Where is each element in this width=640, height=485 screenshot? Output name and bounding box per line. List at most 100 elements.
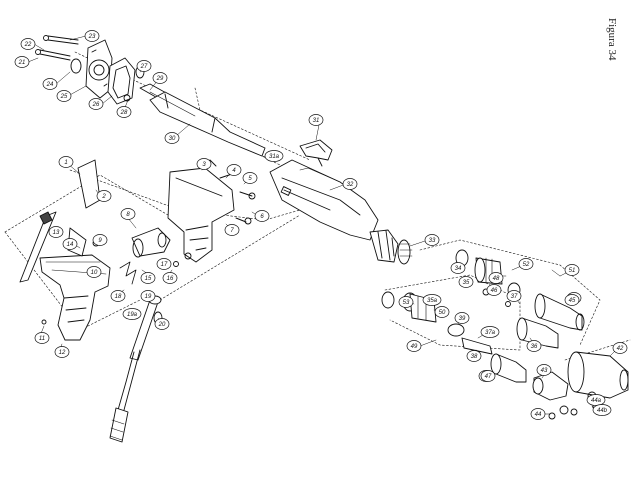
callout-label: 31 — [313, 118, 320, 124]
callout-31a: 31a — [264, 150, 284, 162]
callout-4: 4 — [226, 164, 242, 176]
callout-12: 12 — [54, 346, 70, 358]
callout-29: 29 — [152, 72, 168, 84]
callout-49: 49 — [406, 340, 422, 352]
callout-label: 48 — [493, 276, 500, 282]
callout-label: 35 — [463, 280, 470, 286]
callout-28: 28 — [116, 106, 132, 118]
rear-cap-assembly — [35, 35, 145, 105]
callout-3: 3 — [196, 158, 212, 170]
callout-label: 52 — [523, 262, 530, 268]
callout-label: 6 — [260, 214, 264, 220]
figure-title: Figura 34 — [606, 18, 618, 61]
callout-38: 38 — [466, 350, 482, 362]
barrel-tube — [139, 83, 266, 157]
callout-17: 17 — [156, 258, 172, 270]
callout-label: 38 — [471, 354, 478, 360]
callout-label: 15 — [145, 276, 152, 282]
callout-19a: 19a — [122, 308, 142, 320]
callout-label: 49 — [411, 344, 418, 350]
callout-label: 44b — [597, 408, 608, 414]
callout-1: 1 — [58, 156, 74, 168]
handle-frame — [119, 159, 256, 285]
callout-47: 47 — [480, 370, 496, 382]
callout-11: 11 — [34, 332, 50, 344]
callout-25: 25 — [56, 90, 72, 102]
callout-45: 45 — [564, 294, 580, 306]
callout-label: 12 — [59, 350, 66, 356]
callout-label: 2 — [101, 194, 106, 200]
callout-2: 2 — [96, 190, 112, 202]
callout-31: 31 — [308, 114, 324, 126]
callout-33: 33 — [424, 234, 440, 246]
callout-26: 26 — [88, 98, 104, 110]
callout-36: 36 — [526, 340, 542, 352]
callout-label: 53 — [403, 300, 410, 306]
callout-label: 26 — [92, 102, 100, 108]
callout-label: 29 — [156, 76, 164, 82]
callout-layer: 232221242526272829303131a323312345678910… — [14, 30, 628, 420]
callout-20: 20 — [154, 318, 170, 330]
callout-37a: 37a — [480, 326, 500, 338]
gun-body — [269, 159, 413, 265]
callout-13: 13 — [48, 226, 64, 238]
callout-32: 32 — [342, 178, 358, 190]
callout-52: 52 — [518, 258, 534, 270]
callout-10: 10 — [86, 266, 102, 278]
callout-18: 18 — [110, 290, 126, 302]
callout-label: 14 — [67, 242, 74, 248]
callout-label: 9 — [98, 238, 102, 244]
callout-9: 9 — [92, 234, 108, 246]
callout-label: 25 — [60, 94, 68, 100]
callout-label: 7 — [230, 228, 234, 234]
callout-5: 5 — [242, 172, 258, 184]
callout-label: 34 — [455, 266, 462, 272]
callout-48: 48 — [488, 272, 504, 284]
callout-37: 37 — [506, 290, 522, 302]
callout-label: 17 — [161, 262, 168, 268]
callout-7: 7 — [224, 224, 240, 236]
callout-label: 43 — [541, 368, 548, 374]
callout-label: 20 — [158, 322, 166, 328]
callout-label: 1 — [64, 160, 67, 166]
callout-35a: 35a — [422, 294, 442, 306]
callout-label: 11 — [39, 336, 45, 342]
callout-label: 50 — [439, 310, 446, 316]
callout-label: 3 — [202, 162, 206, 168]
callout-label: 32 — [347, 182, 354, 188]
callout-label: 31a — [269, 154, 280, 160]
callout-label: 44a — [591, 398, 602, 404]
callout-label: 16 — [167, 276, 174, 282]
callout-label: 5 — [248, 176, 252, 182]
callout-22: 22 — [20, 38, 36, 50]
callout-44: 44 — [530, 408, 546, 420]
callout-46: 46 — [486, 284, 502, 296]
callout-53: 53 — [398, 296, 414, 308]
callout-24: 24 — [42, 78, 58, 90]
callout-34: 34 — [450, 262, 466, 274]
callout-label: 44 — [535, 412, 542, 418]
callout-50: 50 — [434, 306, 450, 318]
callout-label: 27 — [140, 64, 148, 70]
callout-label: 35a — [427, 298, 438, 304]
callout-label: 19 — [145, 294, 152, 300]
callout-label: 33 — [429, 238, 436, 244]
callout-21: 21 — [14, 56, 30, 68]
callout-19: 19 — [140, 290, 156, 302]
callout-label: 47 — [485, 374, 492, 380]
callout-label: 4 — [232, 168, 236, 174]
callout-39: 39 — [454, 312, 470, 324]
callout-42: 42 — [612, 342, 628, 354]
callout-23: 23 — [84, 30, 100, 42]
callout-43: 43 — [536, 364, 552, 376]
callout-15: 15 — [140, 272, 156, 284]
callout-label: 45 — [569, 298, 576, 304]
callout-label: 37 — [511, 294, 518, 300]
callout-label: 28 — [120, 110, 128, 116]
callout-label: 24 — [46, 82, 54, 88]
callout-label: 42 — [617, 346, 624, 352]
callout-label: 51 — [569, 268, 576, 274]
callout-44a: 44a — [586, 394, 606, 406]
